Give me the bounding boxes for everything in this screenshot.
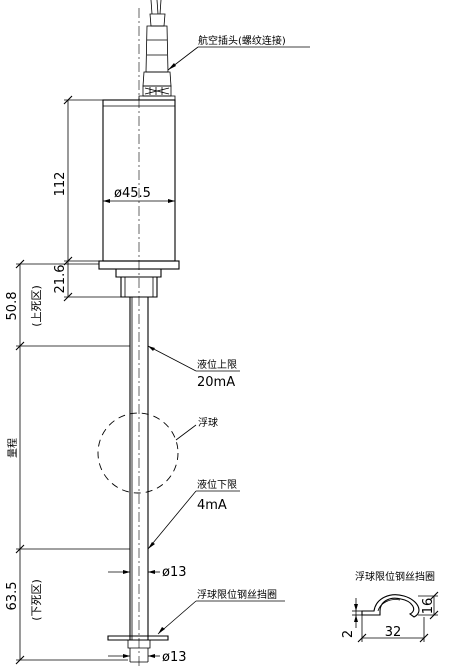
range-label: 量程	[7, 438, 19, 458]
float-ball	[97, 412, 179, 494]
upper-limit-callout: 液位上限 20mA	[147, 345, 240, 390]
connector-label: 航空插头(螺纹连接)	[198, 34, 286, 47]
process-fitting	[115, 268, 162, 298]
float-label: 浮球	[198, 416, 218, 429]
end-diameter-dimension: ø13	[108, 650, 187, 665]
retaining-ring	[107, 635, 169, 663]
probe-rod	[129, 297, 149, 640]
upper-limit-label: 液位上限	[197, 358, 237, 371]
ring-callout: 浮球限位钢丝挡圈	[157, 588, 285, 635]
housing-length-label: 112	[53, 172, 68, 197]
detail-height-label: 16	[421, 598, 436, 615]
left-dimensions	[15, 95, 130, 665]
lower-dead-zone-label: (下死区)	[30, 579, 43, 621]
rod-diameter-label: ø13	[162, 565, 187, 580]
end-diameter-label: ø13	[162, 650, 187, 665]
lower-dead-zone-value: 63.5	[5, 582, 20, 611]
rod-diameter-dimension: ø13	[108, 565, 187, 580]
cable	[149, 0, 166, 27]
detail-width-label: 32	[385, 625, 402, 640]
detail-thickness-label: 2	[341, 630, 356, 638]
ring-label: 浮球限位钢丝挡圈	[197, 588, 277, 601]
upper-limit-current: 20mA	[197, 375, 235, 390]
fitting-length-label: 21.6	[53, 265, 68, 294]
lower-limit-callout: 液位下限 4mA	[147, 478, 240, 550]
float-callout: 浮球	[175, 416, 218, 441]
housing-diameter-label: ø45.5	[114, 186, 151, 201]
connector-plug	[138, 25, 176, 101]
upper-dead-zone-value: 50.8	[5, 292, 20, 321]
connector-callout: 航空插头(螺纹连接)	[167, 34, 310, 71]
ring-detail: 浮球限位钢丝挡圈 16 32 2	[341, 570, 439, 643]
upper-dead-zone-label: (上死区)	[30, 285, 43, 327]
lower-limit-label: 液位下限	[197, 478, 237, 491]
ring-detail-title: 浮球限位钢丝挡圈	[355, 570, 435, 583]
lower-limit-current: 4mA	[197, 498, 227, 513]
